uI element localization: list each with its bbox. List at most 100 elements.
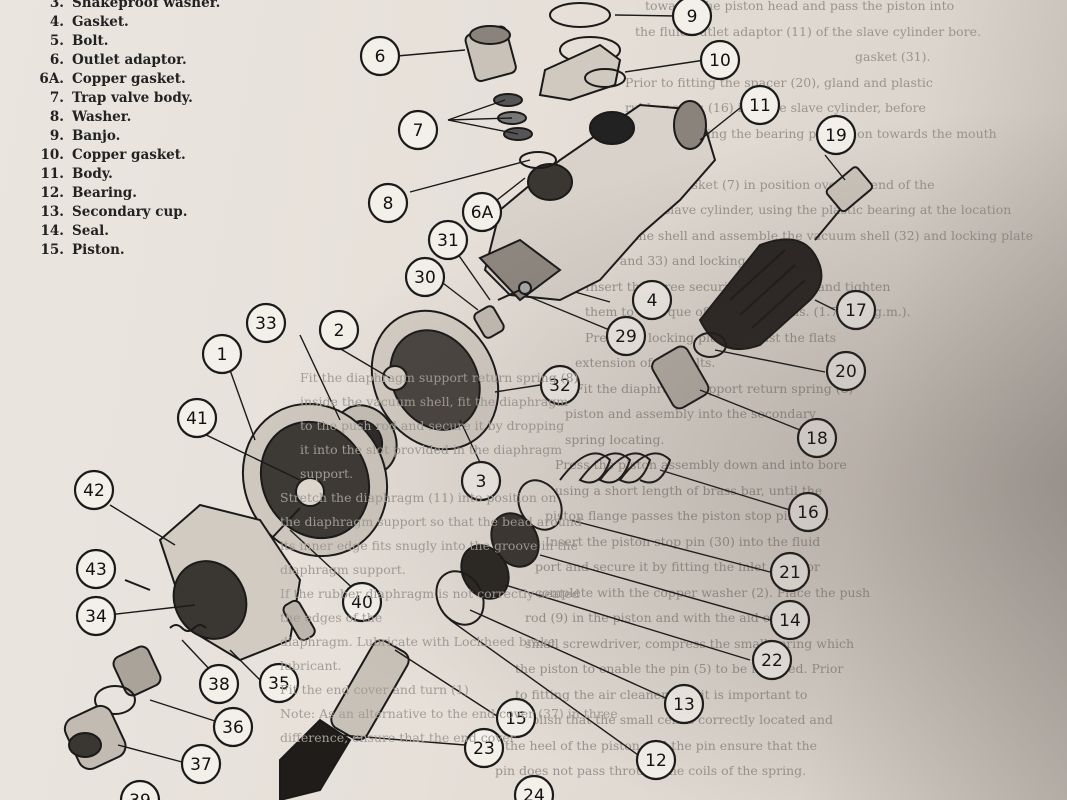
leader-lines — [107, 14, 846, 763]
background-text-line: piston flange passes the piston stop pin… — [545, 508, 831, 523]
callout-circle — [835, 289, 877, 331]
callout-23: 23 — [463, 727, 505, 769]
left-text-line: to the push rod and secure it by droppin… — [300, 418, 565, 433]
callout-1: 1 — [201, 333, 243, 375]
callout-circle — [75, 595, 117, 637]
legend-number: 6. — [49, 52, 64, 68]
callout-32: 32 — [539, 364, 581, 406]
callout-circle — [635, 739, 677, 781]
legend-row: 13.Secondary cup. — [38, 203, 248, 222]
callout-number: 6A — [471, 203, 494, 223]
left-text-line: If the rubber diaphragm is not correctly… — [280, 586, 580, 601]
callout-circle — [815, 114, 857, 156]
callout-22: 22 — [751, 639, 793, 681]
legend-row: 7.Trap valve body. — [38, 89, 248, 108]
left-text-line: Stretch the diaphragm (11) into position… — [280, 490, 557, 505]
callout-circle — [212, 706, 254, 748]
callout-number: 12 — [645, 751, 667, 771]
callout-labels: 123466A789101112131415161718192021222324… — [73, 0, 877, 800]
callout-circle — [513, 774, 555, 800]
left-text-line: lubricant. — [280, 658, 342, 673]
callout-6a: 6A — [461, 191, 503, 233]
background-text-line: towards the piston head and pass the pis… — [645, 0, 955, 13]
background-text-line: Prior to fitting the spacer (20), gland … — [625, 74, 933, 90]
legend-row: 12.Bearing. — [38, 184, 248, 203]
left-text-line: diaphragm support. — [280, 562, 406, 577]
callout-36: 36 — [212, 706, 254, 748]
callout-35: 35 — [258, 662, 300, 704]
legend-number: 8. — [49, 109, 64, 125]
callout-circle — [258, 662, 300, 704]
left-text-line: Note: As an alternative to the end cover… — [280, 706, 618, 721]
callout-circle — [367, 182, 409, 224]
background-text-line: piston and assembly into the secondary — [565, 406, 816, 421]
callout-circle — [427, 219, 469, 261]
left-text-line: Fit the diaphragm support return spring … — [300, 370, 579, 385]
left-text-line: Fit the end cover and turn (1) — [280, 682, 469, 697]
callout-circle — [461, 191, 503, 233]
legend-number: 13. — [40, 204, 65, 220]
legend-number: 6A. — [39, 71, 64, 87]
callout-circle — [180, 743, 222, 785]
legend-label: Copper gasket. — [72, 71, 186, 87]
callout-circle — [404, 256, 446, 298]
legend-number: 5. — [49, 33, 64, 49]
callout-number: 39 — [129, 791, 151, 800]
left-text-line: support. — [300, 466, 353, 481]
background-text-line: gasket (31). — [855, 49, 931, 64]
callout-number: 30 — [414, 268, 436, 288]
legend-row: 14.Seal. — [38, 222, 248, 241]
background-text-line: establish that the small cell is correct… — [505, 712, 833, 727]
legend-number: 11. — [40, 166, 65, 182]
callout-circle — [460, 460, 502, 502]
callout-number: 19 — [825, 126, 847, 146]
legend-label: Seal. — [72, 223, 109, 239]
callout-31: 31 — [427, 219, 469, 261]
callout-circle — [605, 315, 647, 357]
left-text-line: difference, ensure that the end cover — [280, 730, 516, 745]
legend-row: 9.Banjo. — [38, 127, 248, 146]
left-text-line: the edges of the — [280, 610, 383, 625]
callout-number: 4 — [647, 291, 658, 311]
callout-21: 21 — [769, 551, 811, 593]
callout-circle — [176, 397, 218, 439]
callout-number: 10 — [709, 51, 731, 71]
callout-13: 13 — [663, 683, 705, 725]
background-text-line: extension, slave cylinder, using the pla… — [595, 202, 1012, 217]
legend-label: Trap valve body. — [72, 90, 193, 106]
callout-number: 7 — [413, 121, 424, 141]
legend-label: Copper gasket. — [72, 147, 186, 163]
callout-circle — [463, 727, 505, 769]
callout-number: 8 — [383, 194, 394, 214]
callout-circle — [699, 39, 741, 81]
background-text-line: to fitting the air cleaner (40) it is im… — [515, 686, 808, 702]
background-text-line: Insert the piston stop pin (30) into the… — [545, 533, 821, 549]
callout-9: 9 — [671, 0, 713, 37]
callout-number: 13 — [673, 695, 695, 715]
legend-row: 15.Piston. — [38, 241, 248, 260]
callout-circle — [631, 279, 673, 321]
legend-label: Shakeproof washer. — [72, 0, 221, 11]
callout-7: 7 — [397, 109, 439, 151]
callout-number: 33 — [255, 314, 277, 334]
callout-41: 41 — [176, 397, 218, 439]
stop-pin-parts — [473, 281, 532, 339]
background-text-line: using the shell and assemble the vacuum … — [595, 227, 1033, 243]
callout-number: 37 — [190, 755, 212, 775]
legend-row: 10.Copper gasket. — [38, 146, 248, 165]
valve-parts — [63, 624, 207, 770]
callout-circle — [796, 417, 838, 459]
callout-circle — [663, 683, 705, 725]
callout-34: 34 — [75, 595, 117, 637]
legend-number: 4. — [49, 14, 64, 30]
callout-number: 11 — [749, 96, 771, 116]
callout-circle — [769, 599, 811, 641]
callout-circle — [495, 697, 537, 739]
parts-legend: 3.Shakeproof washer.4.Gasket.5.Bolt.6.Ou… — [38, 0, 248, 260]
legend-row: 6A. Copper gasket. — [38, 70, 248, 89]
callout-number: 6 — [375, 47, 386, 67]
callout-20: 20 — [825, 350, 867, 392]
background-text-line: the fluid outlet adaptor (11) of the sla… — [635, 23, 982, 39]
callout-24: 24 — [513, 774, 555, 800]
